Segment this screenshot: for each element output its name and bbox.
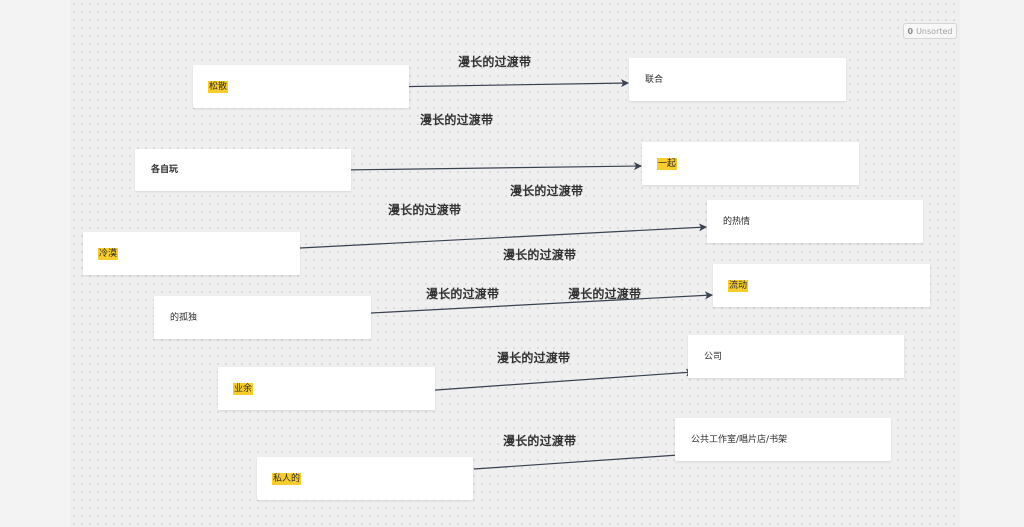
connector-label[interactable]: 漫长的过渡带 — [503, 248, 577, 262]
unsorted-label: Unsorted — [916, 26, 953, 36]
connector-label[interactable]: 漫长的过渡带 — [458, 55, 532, 69]
connector-label[interactable]: 漫长的过渡带 — [510, 184, 584, 198]
sticky-card[interactable]: 公司 — [688, 335, 904, 378]
card-label: 流动 — [728, 279, 749, 292]
card-label: 的热情 — [723, 216, 751, 227]
card-label: 私人的 — [272, 472, 302, 485]
unsorted-button[interactable]: 0 Unsorted — [903, 23, 957, 39]
sticky-card[interactable]: 一起 — [642, 142, 859, 185]
connector-label[interactable]: 漫长的过渡带 — [388, 203, 462, 217]
connector-arrow[interactable] — [473, 450, 694, 470]
card-label: 联合 — [645, 74, 664, 85]
sticky-card[interactable]: 松散 — [193, 65, 409, 108]
connector-label[interactable]: 漫长的过渡带 — [568, 287, 642, 301]
card-label: 冷漠 — [98, 247, 119, 260]
sticky-card[interactable]: 的热情 — [707, 200, 923, 243]
connector-label[interactable]: 漫长的过渡带 — [426, 287, 500, 301]
connector-arrow[interactable] — [370, 291, 713, 314]
connector-arrow[interactable] — [421, 368, 694, 392]
card-label: 业余 — [233, 382, 254, 395]
canvas-margin-left — [0, 0, 70, 527]
sticky-card[interactable]: 流动 — [713, 264, 930, 307]
card-label: 公司 — [704, 351, 723, 362]
card-label: 的孤独 — [170, 312, 198, 323]
card-label: 一起 — [657, 157, 678, 170]
sticky-card[interactable]: 业余 — [218, 367, 435, 410]
connector-arrow[interactable] — [340, 162, 642, 171]
connector-arrow[interactable] — [299, 223, 707, 249]
unsorted-count: 0 — [907, 26, 914, 36]
card-label: 各自玩 — [151, 165, 179, 175]
sticky-card[interactable]: 冷漠 — [83, 232, 300, 275]
connector-label[interactable]: 漫长的过渡带 — [503, 434, 577, 448]
sticky-card[interactable]: 各自玩 — [135, 149, 351, 191]
sticky-card[interactable]: 私人的 — [257, 457, 473, 500]
sticky-card[interactable]: 的孤独 — [154, 296, 371, 339]
canvas-margin-right — [960, 0, 1024, 527]
sticky-card[interactable]: 公共工作室/唱片店/书架 — [675, 418, 891, 461]
sticky-card[interactable]: 联合 — [629, 58, 846, 101]
card-label: 公共工作室/唱片店/书架 — [691, 434, 788, 445]
connector-label[interactable]: 漫长的过渡带 — [420, 113, 494, 127]
connector-arrow[interactable] — [381, 79, 629, 88]
card-label: 松散 — [208, 80, 229, 93]
connector-label[interactable]: 漫长的过渡带 — [497, 351, 571, 365]
